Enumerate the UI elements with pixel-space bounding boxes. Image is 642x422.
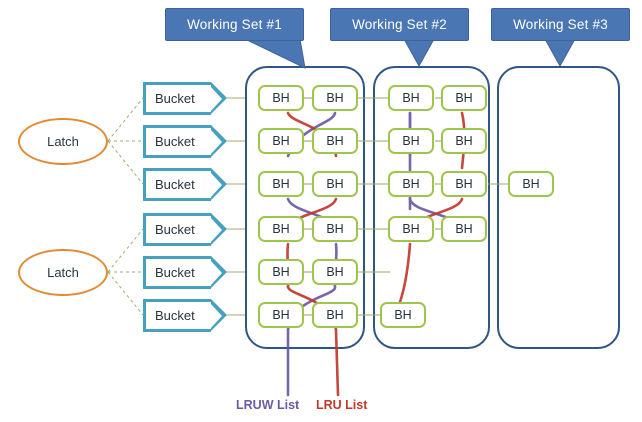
legend-lruw-list: LRUW List xyxy=(236,398,299,412)
bh-label: BH xyxy=(272,177,290,191)
bh-label: BH xyxy=(326,134,344,148)
bucket-2[interactable]: Bucket xyxy=(143,125,227,158)
callout-label: Working Set #1 xyxy=(187,17,282,32)
callout-3-tail xyxy=(544,38,576,68)
bucket-label: Bucket xyxy=(155,91,195,106)
lru-tail xyxy=(334,328,340,397)
bh-label: BH xyxy=(455,222,473,236)
bh-node[interactable]: BH xyxy=(388,85,434,111)
bh-node[interactable]: BH xyxy=(312,259,358,285)
bh-node[interactable]: BH xyxy=(388,171,434,197)
bh-label: BH xyxy=(455,91,473,105)
working-set-container-2[interactable] xyxy=(373,66,490,349)
bh-label: BH xyxy=(402,134,420,148)
bh-label: BH xyxy=(455,134,473,148)
legend-label: LRU List xyxy=(316,398,368,412)
bh-label: BH xyxy=(272,265,290,279)
bh-node[interactable]: BH xyxy=(312,85,358,111)
bh-node[interactable]: BH xyxy=(388,216,434,242)
callout-working-set-1[interactable]: Working Set #1 xyxy=(165,8,304,41)
bh-node[interactable]: BH xyxy=(258,216,304,242)
bh-label: BH xyxy=(272,134,290,148)
bh-label: BH xyxy=(402,91,420,105)
bucket-label: Bucket xyxy=(155,177,195,192)
callout-working-set-3[interactable]: Working Set #3 xyxy=(491,8,630,41)
bh-label: BH xyxy=(402,222,420,236)
bh-label: BH xyxy=(455,177,473,191)
bh-label: BH xyxy=(326,177,344,191)
bucket-label: Bucket xyxy=(155,134,195,149)
bh-node[interactable]: BH xyxy=(508,171,554,197)
bh-label: BH xyxy=(272,222,290,236)
bh-node[interactable]: BH xyxy=(258,302,304,328)
bucket-3[interactable]: Bucket xyxy=(143,168,227,201)
bucket-6[interactable]: Bucket xyxy=(143,299,227,332)
bh-label: BH xyxy=(402,177,420,191)
bucket-label: Bucket xyxy=(155,265,195,280)
bh-node[interactable]: BH xyxy=(258,259,304,285)
bh-node[interactable]: BH xyxy=(441,85,487,111)
latch-2[interactable]: Latch xyxy=(18,249,108,296)
legend-lru-list: LRU List xyxy=(316,398,367,412)
bh-label: BH xyxy=(326,265,344,279)
working-set-container-1[interactable] xyxy=(245,66,365,349)
bh-node[interactable]: BH xyxy=(258,128,304,154)
bh-node[interactable]: BH xyxy=(388,128,434,154)
callout-label: Working Set #3 xyxy=(513,17,608,32)
bh-label: BH xyxy=(326,222,344,236)
bh-label: BH xyxy=(326,91,344,105)
bucket-5[interactable]: Bucket xyxy=(143,256,227,289)
bh-node[interactable]: BH xyxy=(441,171,487,197)
bh-node[interactable]: BH xyxy=(441,216,487,242)
bucket-label: Bucket xyxy=(155,222,195,237)
bh-label: BH xyxy=(272,91,290,105)
callout-label: Working Set #2 xyxy=(352,17,447,32)
bucket-label: Bucket xyxy=(155,308,195,323)
bh-label: BH xyxy=(272,308,290,322)
bh-node[interactable]: BH xyxy=(312,302,358,328)
bh-node[interactable]: BH xyxy=(258,171,304,197)
bh-label: BH xyxy=(326,308,344,322)
bucket-4[interactable]: Bucket xyxy=(143,213,227,246)
callout-working-set-2[interactable]: Working Set #2 xyxy=(330,8,469,41)
bh-label: BH xyxy=(394,308,412,322)
bh-label: BH xyxy=(522,177,540,191)
latch-1[interactable]: Latch xyxy=(18,118,108,165)
bh-node[interactable]: BH xyxy=(258,85,304,111)
bh-node[interactable]: BH xyxy=(312,128,358,154)
latch-label: Latch xyxy=(47,265,79,280)
bh-node[interactable]: BH xyxy=(312,171,358,197)
callout-2-tail xyxy=(403,38,435,68)
latch-label: Latch xyxy=(47,134,79,149)
bucket-1[interactable]: Bucket xyxy=(143,82,227,115)
working-set-container-3[interactable] xyxy=(497,66,620,349)
bh-node[interactable]: BH xyxy=(380,302,426,328)
bh-node[interactable]: BH xyxy=(312,216,358,242)
legend-label: LRUW List xyxy=(236,398,300,412)
lru-ws2-seg-3 xyxy=(398,242,412,304)
bh-node[interactable]: BH xyxy=(441,128,487,154)
callout-1-tail xyxy=(244,38,306,69)
